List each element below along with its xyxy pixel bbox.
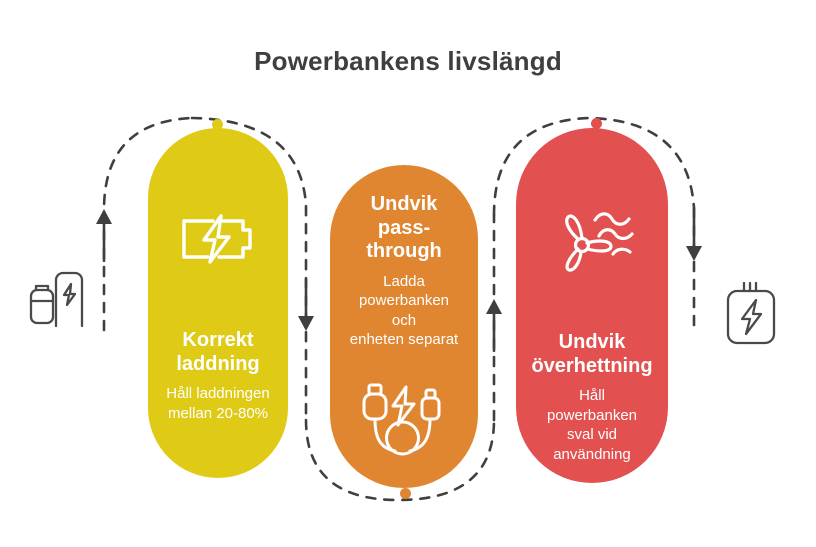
card-title-undvik-overhettning: Undvik överhettning [517,331,666,378]
arrow-down-right [686,208,702,261]
card-sub-line1: Ladda [383,272,425,290]
path-dot-overheat [591,118,602,129]
card-title-line1: Korrekt [182,329,254,351]
card-undvik-overhettning[interactable]: Undvik överhettning Håll powerbanken sva… [516,128,668,483]
card-title-line2: through [366,240,442,263]
arrow-up-between-2-3 [486,299,502,352]
path-dot-passthrough [400,488,411,499]
card-undvik-pass-through[interactable]: Undvik pass- through Ladda powerbanken o… [330,165,478,488]
card-subtitle-korrekt-laddning: Håll laddningen mellan 20-80% [150,384,285,423]
card-sub-line2: mellan 20-80% [167,404,269,422]
path-segment-card2-bottom [304,418,496,502]
path-segment-card3-top [492,116,696,217]
card-title-undvik-pass-through: Undvik pass- through [330,193,478,264]
battery-charging-icon [177,214,259,269]
card-sub-line3: enheten separat [349,331,459,349]
path-segment-left [102,116,194,332]
card-sub-line1: Håll powerbanken [546,387,638,424]
card-subtitle-undvik-overhettning: Håll powerbanken sval vid användning [516,386,668,464]
cable-connectors-icon [354,380,454,463]
card-title-korrekt-laddning: Korrekt laddning [162,329,273,376]
path-dot-charging [212,119,223,130]
card-title-line2: laddning [176,352,260,375]
card-title-line1: Undvik pass- [370,193,438,239]
fan-cooling-icon [544,200,640,279]
card-title-line1: Undvik [558,331,626,353]
card-sub-line1: Håll laddningen [166,385,270,403]
card-sub-line3: användning [553,445,631,463]
powerbank-bolt-icon [722,281,780,351]
card-title-line2: överhettning [531,354,653,377]
card-subtitle-undvik-pass-through: Ladda powerbanken och enheten separat [330,272,478,350]
arrow-down-between-1-2 [298,278,314,331]
powerbank-with-battery-icon [26,264,88,343]
card-sub-line2: powerbanken och [358,292,450,329]
card-korrekt-laddning[interactable]: Korrekt laddning Håll laddningen mellan … [148,128,288,478]
card-sub-line2: sval vid [566,426,618,444]
page-title: Powerbankens livslängd [254,46,562,76]
arrow-up-left [96,209,112,262]
